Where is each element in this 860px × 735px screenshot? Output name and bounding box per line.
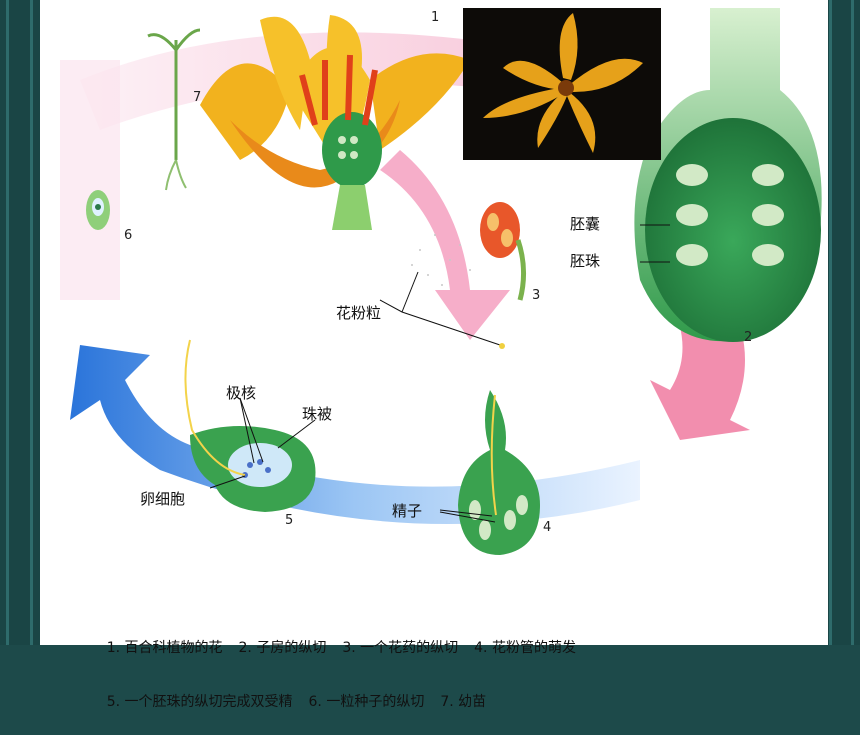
slide-stripe bbox=[829, 0, 832, 645]
label-embryo-sac: 胚囊 bbox=[570, 215, 601, 233]
label-ovule: 胚珠 bbox=[570, 252, 601, 270]
label-sperm: 精子 bbox=[392, 502, 423, 520]
step-number-4: 4 bbox=[543, 520, 552, 535]
caption-line-2: 5. 一个胚珠的纵切完成双受精 6. 一粒种子的纵切 7. 幼苗 bbox=[80, 669, 592, 710]
slide-stripe bbox=[851, 0, 854, 645]
lily-photo bbox=[463, 8, 661, 160]
caption-item: 7. 幼苗 bbox=[440, 694, 487, 710]
step-number-6: 6 bbox=[124, 228, 133, 243]
step-number-7: 7 bbox=[193, 90, 202, 105]
caption-item: 6. 一粒种子的纵切 bbox=[308, 694, 425, 710]
caption-item: 1. 百合科植物的花 bbox=[106, 640, 223, 656]
pink-arrow-middle bbox=[380, 150, 510, 340]
seedling bbox=[147, 28, 201, 191]
label-integument: 珠被 bbox=[302, 405, 333, 423]
seed-section bbox=[86, 190, 110, 230]
slide-stripe bbox=[6, 0, 9, 645]
step-number-2: 2 bbox=[744, 330, 753, 345]
label-egg-cell: 卵细胞 bbox=[140, 490, 186, 508]
life-cycle-diagram bbox=[60, 8, 822, 555]
pollen-tube-section bbox=[439, 390, 540, 555]
lily-photo-image bbox=[483, 13, 643, 153]
ovary-section bbox=[634, 8, 822, 342]
step-number-1: 1 bbox=[431, 10, 440, 25]
lily-flower-section bbox=[200, 15, 470, 230]
label-polar-nuclei: 极核 bbox=[226, 384, 257, 402]
pink-band-left bbox=[60, 60, 120, 300]
step-number-3: 3 bbox=[532, 288, 541, 303]
caption-item: 5. 一个胚珠的纵切完成双受精 bbox=[106, 694, 293, 710]
caption-item: 3. 一个花药的纵切 bbox=[342, 640, 459, 656]
diagram-panel: 1 2 3 4 5 6 7 胚囊 胚珠 花粉粒 极核 珠被 卵细胞 精子 1. … bbox=[40, 0, 828, 710]
slide-stripe bbox=[30, 0, 33, 645]
caption-line-1: 1. 百合科植物的花 2. 子房的纵切 3. 一个花药的纵切 4. 花粉管的萌发 bbox=[80, 615, 592, 656]
step-number-5: 5 bbox=[285, 513, 294, 528]
ovule-section bbox=[184, 339, 316, 512]
caption-item: 4. 花粉管的萌发 bbox=[474, 640, 576, 656]
caption-item: 2. 子房的纵切 bbox=[238, 640, 327, 656]
anther-section bbox=[379, 202, 526, 349]
caption: 1. 百合科植物的花 2. 子房的纵切 3. 一个花药的纵切 4. 花粉管的萌发 5.… bbox=[80, 583, 592, 723]
label-pollen: 花粉粒 bbox=[336, 304, 382, 322]
